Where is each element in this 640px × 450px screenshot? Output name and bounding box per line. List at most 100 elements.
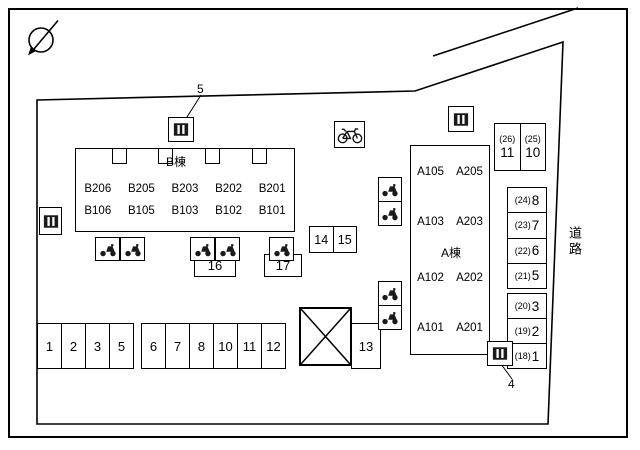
lot-sub-label: (21) <box>514 270 531 281</box>
parking-row-left: 1 2 3 5 <box>37 323 134 369</box>
moped-icon <box>378 305 402 330</box>
room-label: B203 <box>171 183 199 195</box>
lot-sub-label: (22) <box>514 245 531 256</box>
double-door-icon <box>168 117 194 142</box>
moped-icon <box>269 237 294 261</box>
moped-icon <box>378 201 402 226</box>
bicycle-icon <box>334 121 365 148</box>
lot-sub-label: (20) <box>514 301 531 311</box>
lot-num-label: 11 <box>500 145 515 160</box>
building-a-row: A105 A205 <box>411 166 489 178</box>
room-label: B201 <box>258 183 286 195</box>
stall-15: 15 <box>337 232 352 247</box>
callout-4-label: 4 <box>508 377 515 391</box>
room-label: A201 <box>456 322 483 334</box>
stall-8-right: (24) 8 <box>508 188 546 214</box>
stall-10: 10 <box>214 324 238 368</box>
stall-14: 14 <box>310 227 334 252</box>
stall-2-right: (19) 2 <box>508 319 546 344</box>
building-a-row: A102 A202 <box>411 272 489 284</box>
room-label: A103 <box>417 216 444 228</box>
compass-icon <box>28 19 59 56</box>
moped-icon <box>95 237 120 261</box>
lot-sub-label: (18) <box>514 351 531 361</box>
lot-sub-label: (24) <box>514 195 531 206</box>
parking-row-center: 6 7 8 10 11 12 <box>141 323 286 369</box>
stall-1: 1 <box>38 324 62 368</box>
road-far-edge <box>432 7 579 57</box>
double-door-icon <box>448 106 474 132</box>
stall-5-right: (21) 5 <box>508 264 546 288</box>
stall-8: 8 <box>190 324 214 368</box>
stall-7: 7 <box>166 324 190 368</box>
lot-sub-label: (19) <box>514 326 531 336</box>
lot-num-label: 8 <box>531 192 540 208</box>
moped-icon <box>378 281 402 306</box>
building-a-row: A103 A203 <box>411 216 489 228</box>
cross-lines <box>301 309 350 364</box>
stall-3: 3 <box>86 324 110 368</box>
room-label: A101 <box>417 322 444 334</box>
room-label: A202 <box>456 272 483 284</box>
building-b-entrance <box>252 148 267 164</box>
stall-11: 11 <box>238 324 262 368</box>
callout-5-label: 5 <box>197 82 204 96</box>
moped-icon <box>378 177 402 202</box>
room-label: B101 <box>258 205 286 217</box>
lot-num-label: 7 <box>531 217 540 233</box>
lot-sub-label: (23) <box>514 220 531 231</box>
road-label: 道路 <box>567 226 582 258</box>
lot-num-label: 2 <box>531 323 540 339</box>
stall-5: 5 <box>117 338 126 354</box>
building-a: A105 A205 A103 A203 A棟 A102 A202 A101 A2… <box>410 145 490 355</box>
lot-num-label: 1 <box>531 348 540 364</box>
stall-2: 2 <box>62 324 86 368</box>
stall-pair-14-15: 14 15 <box>309 226 357 253</box>
double-door-icon <box>39 207 62 235</box>
callout-5-leader <box>186 94 202 118</box>
room-label: B202 <box>215 183 242 195</box>
stall-12: 12 <box>266 338 281 354</box>
moped-icon <box>215 237 240 261</box>
lot-num-label: 5 <box>531 268 540 284</box>
stall-10-right: (25) 10 <box>521 124 546 170</box>
stall-7-right: (23) 7 <box>508 213 546 239</box>
building-b-entrance <box>158 148 173 164</box>
stall-1-right: (18) 1 <box>508 344 546 368</box>
building-b-entrance <box>205 148 220 164</box>
stall-6: 6 <box>142 324 166 368</box>
lot-num-label: 6 <box>531 243 540 259</box>
building-a-row: A101 A201 <box>411 322 489 334</box>
moped-icon <box>120 237 145 261</box>
parking-column-lower: (20) 3 (19) 2 (18) 1 <box>507 293 547 369</box>
room-label: B105 <box>127 205 155 217</box>
stall-6-right: (22) 6 <box>508 239 546 264</box>
site-boundary <box>36 40 564 425</box>
double-door-icon <box>487 341 513 366</box>
parking-column-upper: (24) 8 (23) 7 (22) 6 (21) 5 <box>507 187 547 289</box>
building-b-entrance <box>112 148 127 164</box>
room-label: B103 <box>171 205 199 217</box>
crossed-box <box>299 307 352 366</box>
room-label: B206 <box>84 183 112 195</box>
outer-frame <box>8 8 628 438</box>
room-label: A105 <box>417 166 444 178</box>
building-a-label: A棟 <box>440 246 461 260</box>
room-label: A203 <box>456 216 483 228</box>
building-b-row-lower: B106 B105 B103 B102 B101 <box>76 205 294 217</box>
callout-4-leader <box>500 363 513 380</box>
stall-pair-11-10: (26) 11 (25) 10 <box>494 123 546 171</box>
room-label: B205 <box>127 183 155 195</box>
building-b-label: B棟 <box>165 155 186 169</box>
lot-num-label: 3 <box>531 298 540 314</box>
room-label: A205 <box>456 166 483 178</box>
room-label: A102 <box>417 272 444 284</box>
room-label: B102 <box>215 205 242 217</box>
stall-13: 13 <box>351 323 381 369</box>
building-b-row-upper: B206 B205 B203 B202 B201 <box>76 183 294 195</box>
lot-num-label: 10 <box>525 145 541 160</box>
room-label: B106 <box>84 205 112 217</box>
lot-sub-label: (26) <box>499 134 516 144</box>
